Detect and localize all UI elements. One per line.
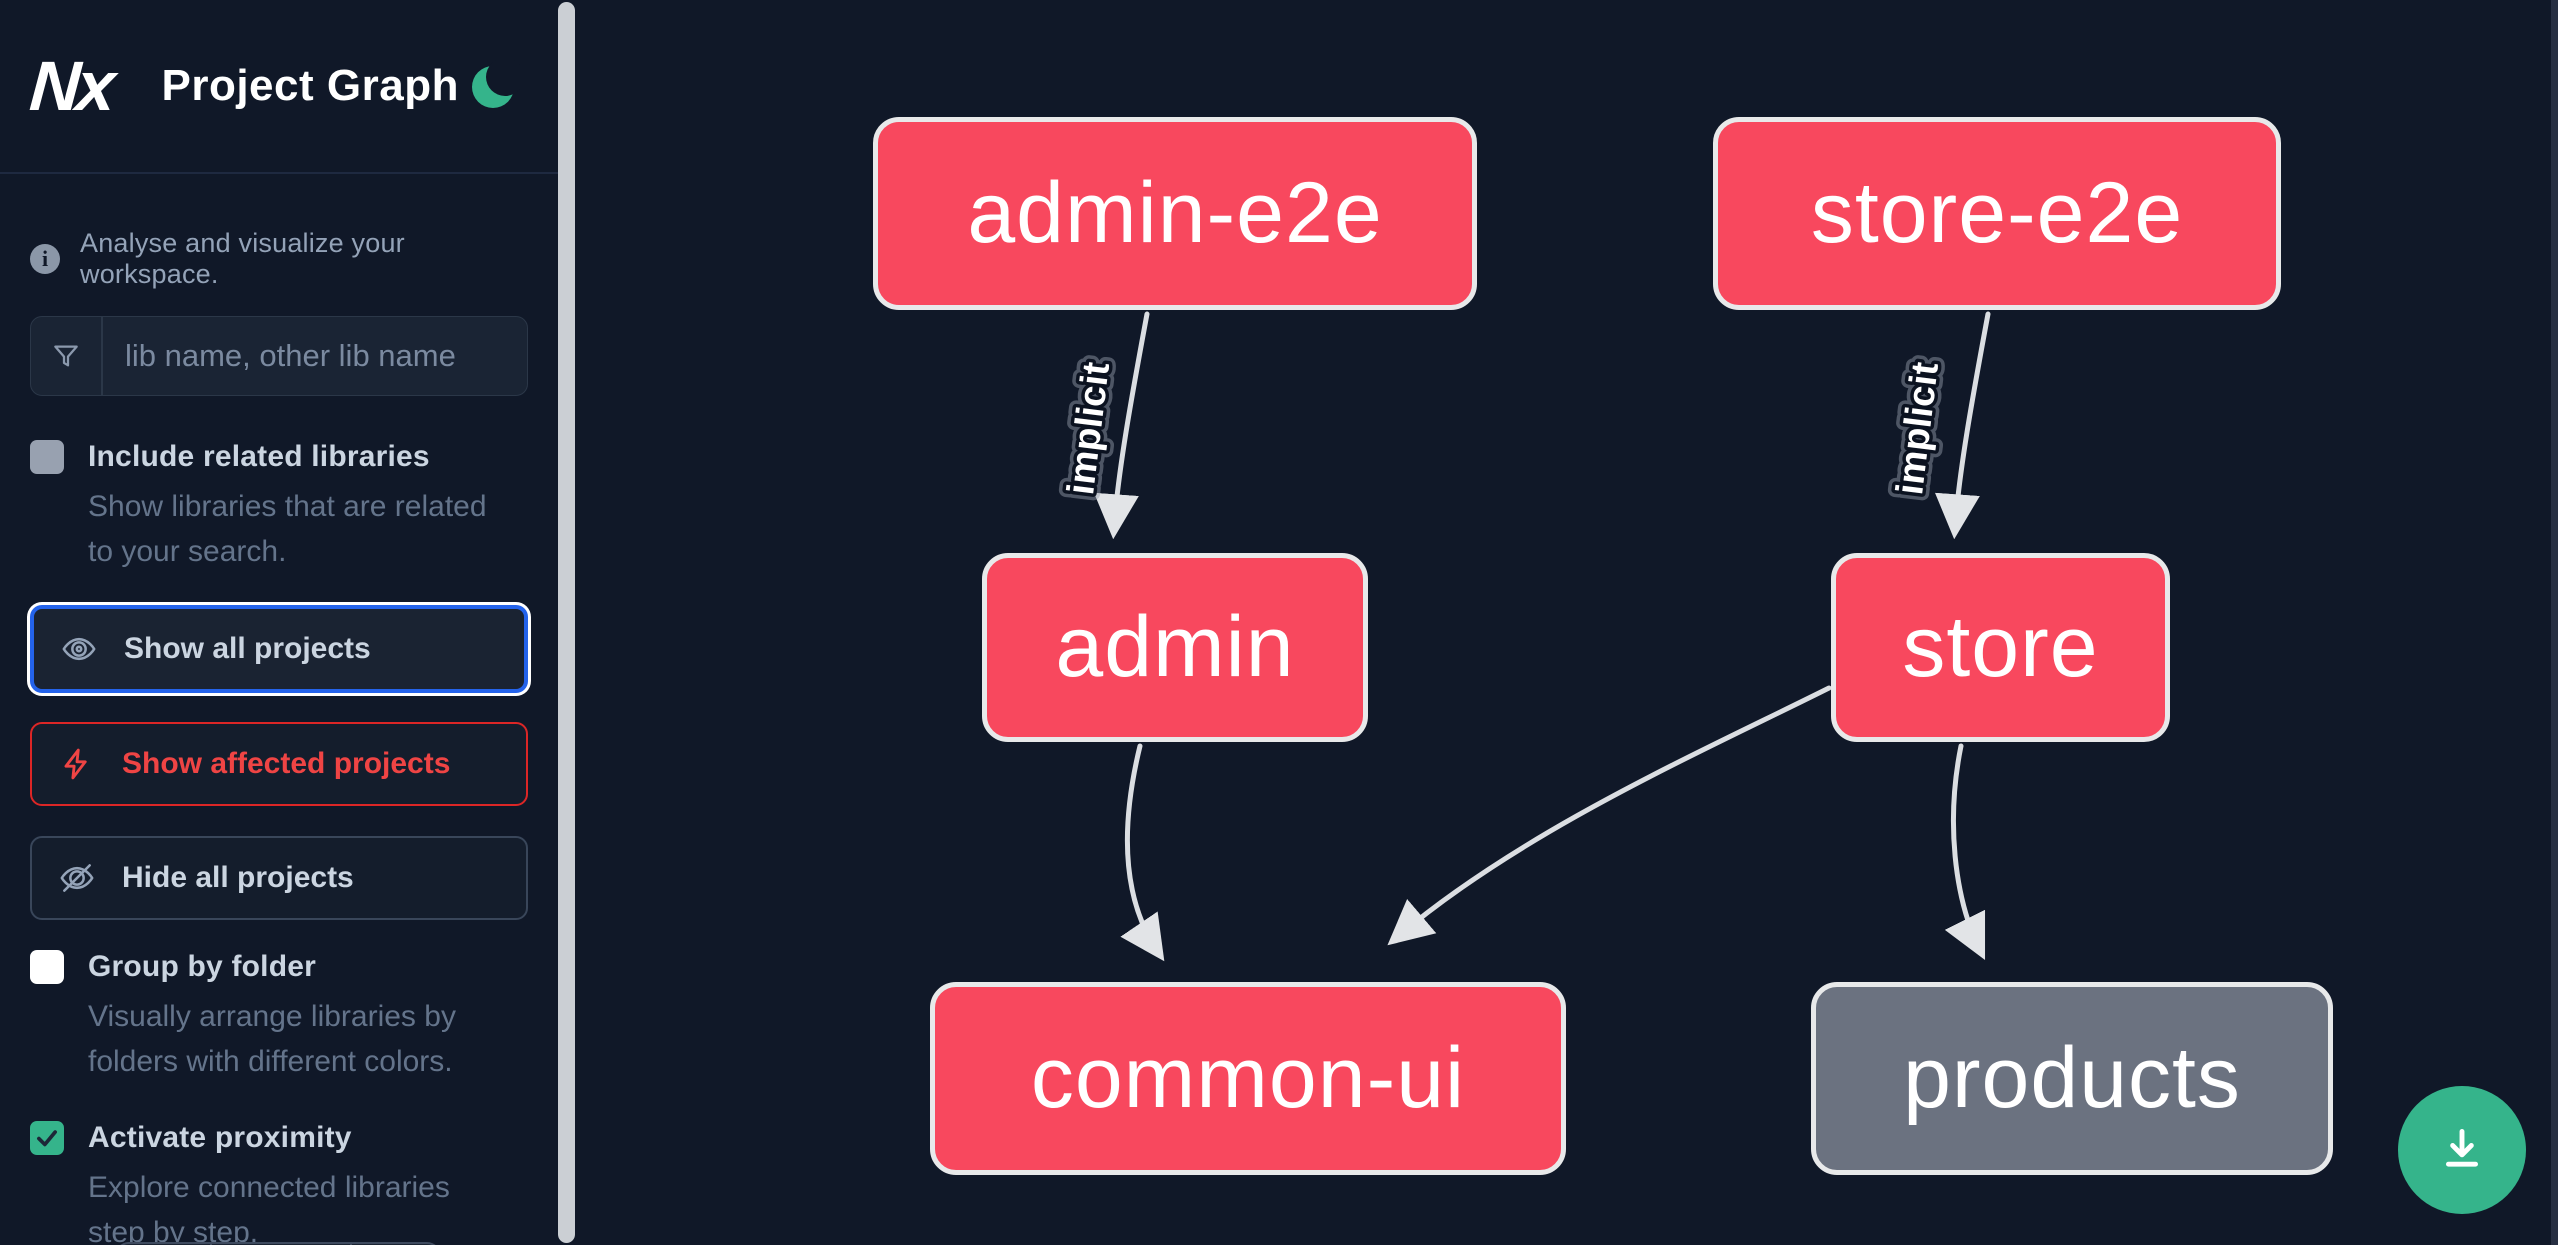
show-affected-projects-button[interactable]: Show affected projects [30, 722, 528, 806]
edge-admin-to-common-ui [1120, 743, 1165, 962]
toggle-description: Visually arrange libraries by folders wi… [88, 1000, 456, 1078]
workspace-tagline-row: i Analyse and visualize your workspace. [30, 228, 528, 290]
checkbox-group-by-folder[interactable] [30, 950, 64, 984]
edge-admin-e2e-to-admin [1093, 311, 1150, 540]
show-all-projects-button[interactable]: Show all projects [30, 605, 528, 693]
lightning-bolt-icon [58, 745, 96, 783]
button-label: Show all projects [124, 632, 371, 665]
toggle-group-by-folder[interactable]: Group by folder Visually arrange librari… [30, 950, 528, 1084]
checkbox-include-related[interactable] [30, 440, 64, 474]
page-title: Project Graph [161, 61, 459, 110]
theme-toggle-button[interactable] [468, 58, 524, 115]
toggle-description: Explore connected libraries step by step… [88, 1171, 450, 1245]
node-products[interactable]: products [1811, 982, 2333, 1175]
toggle-include-related-libraries[interactable]: Include related libraries Show libraries… [30, 440, 528, 574]
edge-label-implicit: implicit [1060, 360, 1118, 497]
search-input[interactable] [103, 317, 527, 395]
download-graph-button[interactable] [2398, 1086, 2526, 1214]
project-graph-canvas[interactable]: implicit implicit implicit implicit admi… [578, 0, 2558, 1245]
button-label: Show affected projects [122, 747, 451, 780]
node-common-ui[interactable]: common-ui [930, 982, 1566, 1175]
toggle-label: Activate proximity [88, 1121, 352, 1154]
edge-store-to-common-ui [1387, 685, 1832, 946]
node-admin-e2e[interactable]: admin-e2e [873, 117, 1477, 310]
toggle-text: Group by folder Visually arrange librari… [88, 950, 508, 1084]
node-store[interactable]: store [1831, 553, 2170, 742]
graph-edges-layer: implicit implicit implicit implicit [1053, 311, 1991, 962]
edge-label-implicit: implicit [1889, 360, 1947, 497]
eye-off-icon [58, 859, 96, 897]
toggle-activate-proximity[interactable]: Activate proximity Explore connected lib… [30, 1121, 528, 1245]
sidebar-scrollbar-thumb[interactable] [558, 2, 575, 1243]
edge-store-to-products [1944, 743, 1986, 961]
node-admin[interactable]: admin [982, 553, 1368, 742]
filter-funnel-icon [31, 317, 103, 395]
sidebar-divider [0, 172, 560, 174]
moon-icon [468, 58, 524, 115]
button-label: Hide all projects [122, 861, 354, 894]
check-icon [37, 1130, 57, 1147]
nx-logo: Nx [27, 47, 115, 125]
hide-all-projects-button[interactable]: Hide all projects [30, 836, 528, 920]
toggle-text: Activate proximity Explore connected lib… [88, 1121, 508, 1245]
toggle-label: Include related libraries [88, 440, 430, 473]
node-store-e2e[interactable]: store-e2e [1713, 117, 2281, 310]
toggle-text: Include related libraries Show libraries… [88, 440, 508, 574]
workspace-tagline: Analyse and visualize your workspace. [80, 228, 405, 289]
toggle-description: Show libraries that are related to your … [88, 490, 487, 568]
checkbox-activate-proximity-checked[interactable] [30, 1121, 64, 1155]
eye-icon [60, 630, 98, 668]
download-icon [2434, 1121, 2490, 1180]
info-icon: i [30, 244, 60, 274]
search-box [30, 316, 528, 396]
sidebar: Nx Project Graph i Analyse and visualize… [0, 0, 560, 1245]
sidebar-header: Nx Project Graph [0, 0, 560, 172]
toggle-label: Group by folder [88, 950, 316, 983]
page-scrollbar-track[interactable] [2551, 0, 2558, 1245]
edge-store-e2e-to-store [1934, 311, 1991, 540]
